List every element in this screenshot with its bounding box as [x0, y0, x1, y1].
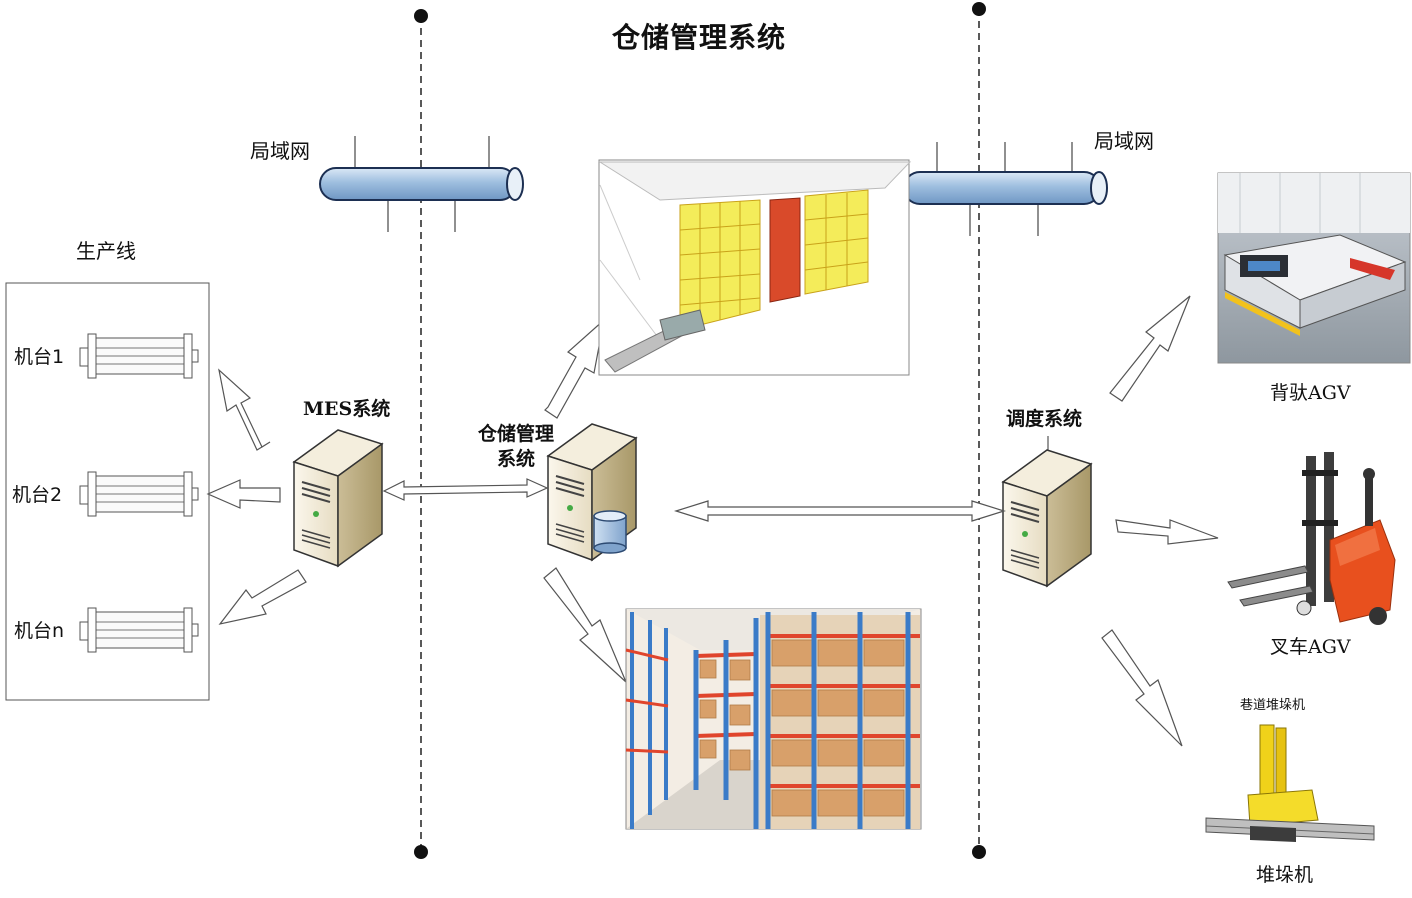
dispatch-to-stacker-arrow [1101, 629, 1183, 747]
forklift-agv-photo [1227, 452, 1396, 625]
mes-to-machinen-arrow [218, 569, 307, 625]
mes-wms-arrow [382, 478, 549, 501]
asrs-rack-illustration [598, 159, 912, 376]
lan-left-label: 局域网 [250, 139, 310, 163]
warehouse-photo [625, 608, 922, 830]
wms-to-warehouse-arrow [543, 567, 627, 683]
piggyback-agv-photo [1217, 172, 1411, 364]
wms-dispatch-arrow [673, 500, 1007, 522]
forklift-agv-label: 叉车AGV [1270, 636, 1351, 658]
machine-1-label: 机台1 [14, 346, 65, 368]
machine-2-label: 机台2 [12, 484, 63, 506]
mes-to-machine1-arrow [218, 368, 271, 451]
machine-n-illustration [79, 607, 199, 653]
lan-bus-right [903, 142, 1108, 236]
mes-server-icon [293, 429, 383, 567]
stacker-caption: 巷道堆垛机 [1240, 698, 1306, 713]
wms-to-asrs-arrow [544, 318, 605, 419]
dispatch-system-label: 调度系统 [1006, 408, 1083, 430]
dispatch-server-icon [1002, 449, 1092, 587]
stacker-label: 堆垛机 [1256, 864, 1314, 886]
machine-n-label: 机台n [14, 620, 65, 642]
page-title: 仓储管理系统 [612, 21, 787, 54]
lan-bus-left [319, 136, 524, 232]
machine-1-illustration [79, 333, 199, 379]
piggyback-agv-label: 背驮AGV [1270, 382, 1351, 404]
connection-arrows [206, 295, 1219, 747]
wms-system-label: 仓储管理 系统 [478, 423, 555, 470]
dispatch-to-forklift-arrow [1115, 519, 1219, 545]
mes-system-label: MES系统 [303, 398, 391, 420]
network-lines [414, 2, 986, 859]
dispatch-to-piggyback-arrow [1109, 295, 1191, 402]
production-line-label: 生产线 [76, 239, 136, 263]
lan-right-label: 局域网 [1094, 129, 1154, 153]
production-line-box [5, 282, 210, 701]
machine-2-illustration [79, 471, 199, 517]
mes-to-machine2-arrow [206, 479, 281, 509]
stacker-crane-photo [1205, 724, 1375, 842]
database-icon [593, 510, 627, 554]
